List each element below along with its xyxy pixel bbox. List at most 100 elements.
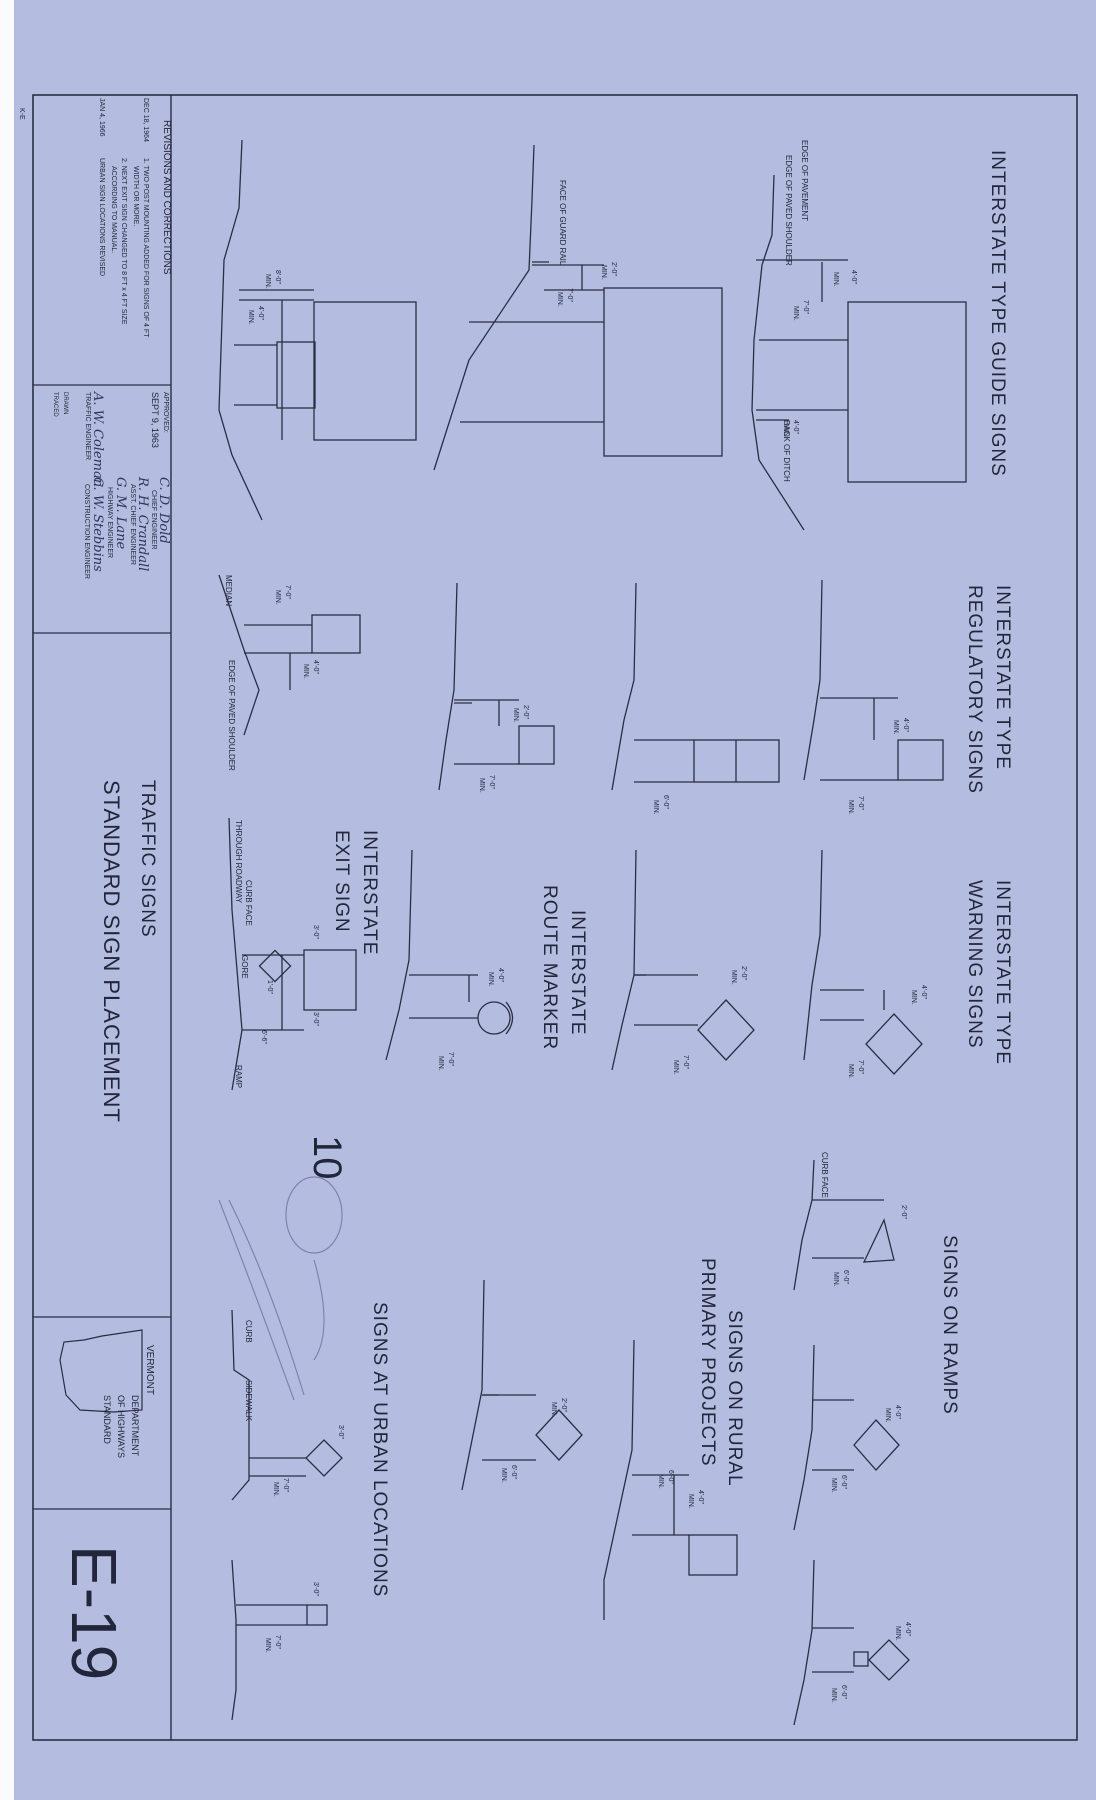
revision-date: JAN 4, 1966 (98, 98, 105, 137)
section-rural-line2: PRIMARY PROJECTS (697, 1258, 718, 1467)
dim-min: MIN. (652, 800, 659, 815)
dim-1ft: 1'-0" (266, 980, 273, 994)
label-edge-of-paved-shoulder-2: EDGE OF PAVED SHOULDER (227, 660, 236, 771)
approved-label: APPROVED: (162, 392, 169, 433)
dim-min: MIN. (437, 1056, 444, 1071)
role-highway: HIGHWAY ENGINEER (106, 487, 113, 558)
drawn-label: DRAWN (62, 392, 68, 414)
signature-highway: G. M. Lane (113, 477, 128, 550)
ramp-diagram-3 (793, 1559, 910, 1726)
regulatory-diagram-median (218, 574, 361, 736)
dim-7ft: 7'-0" (447, 1052, 454, 1066)
dim-7ft: 7'-0" (857, 796, 864, 810)
dim-min: MIN. (264, 1638, 271, 1653)
approval-block: APPROVED: SEPT 9, 1963 C. D. Dold CHIEF … (52, 391, 171, 579)
ramp-diagram-1 (793, 1159, 895, 1291)
section-exit-line2: EXIT SIGN (331, 830, 352, 933)
dim-8ft: 8'-0" (274, 270, 281, 284)
dim-2ft: 2'-0" (522, 705, 529, 719)
regulatory-diagram-1 (803, 579, 944, 781)
revision-date: DEC 18, 1964 (142, 98, 149, 142)
signature-asst-chief: R. H. Crandall (135, 476, 150, 571)
label-through-roadway: THROUGH ROADWAY (234, 820, 243, 904)
dim-7ft: 7'-0" (857, 1060, 864, 1074)
dim-6ft: 6'-0" (510, 1465, 517, 1479)
drawing-sheet: K-E REVISIONS AND CORRECTIONS DEC 18, 19… (14, 0, 1096, 1800)
vermont-logo: VERMONT DEPARTMENT OF HIGHWAYS STANDARD (59, 1329, 155, 1458)
dim-2ft: 2'-0" (610, 262, 617, 276)
guide-sign-diagram-1 (751, 174, 967, 531)
ramp-diagram-2 (793, 1344, 900, 1531)
dim-4ft: 4'-0" (312, 660, 319, 674)
label-curb: CURB (244, 1320, 253, 1343)
dim-4ft: 4'-0" (497, 968, 504, 982)
dim-min: MIN. (910, 990, 917, 1005)
dim-7ft: 7'-0" (682, 1055, 689, 1069)
pencil-scribble (218, 1176, 343, 1401)
dim-min: MIN. (884, 1408, 891, 1423)
dim-2ft: 2'-0" (560, 1398, 567, 1412)
dim-3ft: 3'-0" (337, 1425, 344, 1439)
dim-7ft: 7'-0" (274, 1635, 281, 1649)
approved-date: SEPT 9, 1963 (150, 392, 160, 448)
exit-sign-diagram (228, 817, 357, 1091)
dim-7ft: 7'-0" (282, 1478, 289, 1492)
dim-2ft: 2'-0" (900, 1205, 907, 1219)
dim-min: MIN. (600, 265, 607, 280)
revision-text: URBAN SIGN LOCATIONS REVISED (98, 158, 105, 276)
section-urban: SIGNS AT URBAN LOCATIONS (369, 1302, 390, 1597)
pencil-annotation: 10 (305, 1135, 349, 1180)
engineering-drawing: K-E REVISIONS AND CORRECTIONS DEC 18, 19… (18, 94, 1078, 1741)
label-sidewalk: SIDEWALK (244, 1380, 253, 1422)
revisions-heading: REVISIONS AND CORRECTIONS (161, 120, 172, 275)
role-traffic: TRAFFIC ENGINEER (84, 392, 91, 460)
dim-4ft: 4'-0" (697, 1490, 704, 1504)
signature-traffic: A. W. Coleman (90, 391, 105, 487)
role-construction: CONSTRUCTION ENGINEER (83, 484, 90, 579)
rural-diagram-1 (461, 1279, 583, 1491)
sheet-border (32, 94, 1078, 1741)
section-regulatory-line1: INTERSTATE TYPE (992, 585, 1013, 770)
dim-min: MIN. (782, 424, 789, 439)
sheet-title-line1: TRAFFIC SIGNS (137, 780, 158, 938)
regulatory-diagram-2 (611, 582, 780, 791)
dim-min: MIN. (478, 778, 485, 793)
dim-4ft: 4'-0" (792, 420, 799, 434)
dim-3ft: 3'-0" (312, 1582, 319, 1596)
label-curb-face: CURB FACE (244, 880, 253, 926)
dim-min: MIN. (500, 1468, 507, 1483)
dim-4ft: 4'-0" (850, 270, 857, 284)
revisions-block: REVISIONS AND CORRECTIONS DEC 18, 1964 1… (98, 98, 172, 338)
signature-chief: C. D. Dold (156, 477, 171, 544)
guide-sign-diagram-3 (218, 139, 417, 521)
dim-min: MIN. (847, 800, 854, 815)
warning-diagram-2 (611, 849, 755, 1071)
label-median: MEDIAN (224, 575, 233, 606)
dim-4ft: 4'-0" (904, 1622, 911, 1636)
label-edge-of-pavement: EDGE OF PAVEMENT (800, 140, 809, 221)
revision-text: WIDTH OR MORE. (132, 166, 139, 226)
dim-7ft: 7'-0" (488, 775, 495, 789)
signature-construction: C. W. Stebbins (90, 477, 105, 572)
label-curb-face-ramps: CURB FACE (820, 1152, 829, 1198)
dim-min: MIN. (847, 1064, 854, 1079)
dim-min: MIN. (272, 1482, 279, 1497)
dim-min: MIN. (264, 274, 271, 289)
section-regulatory-line2: REGULATORY SIGNS (964, 585, 985, 794)
role-asst-chief: ASST. CHIEF ENGINEER (129, 484, 136, 565)
dim-min: MIN. (730, 970, 737, 985)
revision-text: ACCORDING TO MANUAL. (110, 166, 117, 253)
dim-4ft: 4'-0" (902, 718, 909, 732)
section-ramps: SIGNS ON RAMPS (939, 1235, 960, 1415)
dim-4ft: 4'-0" (257, 306, 264, 320)
urban-diagram-2 (231, 1559, 328, 1721)
dim-6ft: 6'-0" (667, 1470, 674, 1484)
dim-min: MIN. (487, 972, 494, 987)
department-line: DEPARTMENT (130, 1395, 140, 1457)
dim-6ft: 6'-0" (662, 795, 669, 809)
logo-text: VERMONT (144, 1345, 155, 1395)
section-warning-line2: WARNING SIGNS (964, 880, 985, 1049)
revision-text: 1. TWO POST MOUNTING ADDED FOR SIGNS OF … (142, 158, 149, 338)
department-line: STANDARD (102, 1395, 112, 1444)
dim-6ft6in: 6'-6" (260, 1030, 267, 1044)
